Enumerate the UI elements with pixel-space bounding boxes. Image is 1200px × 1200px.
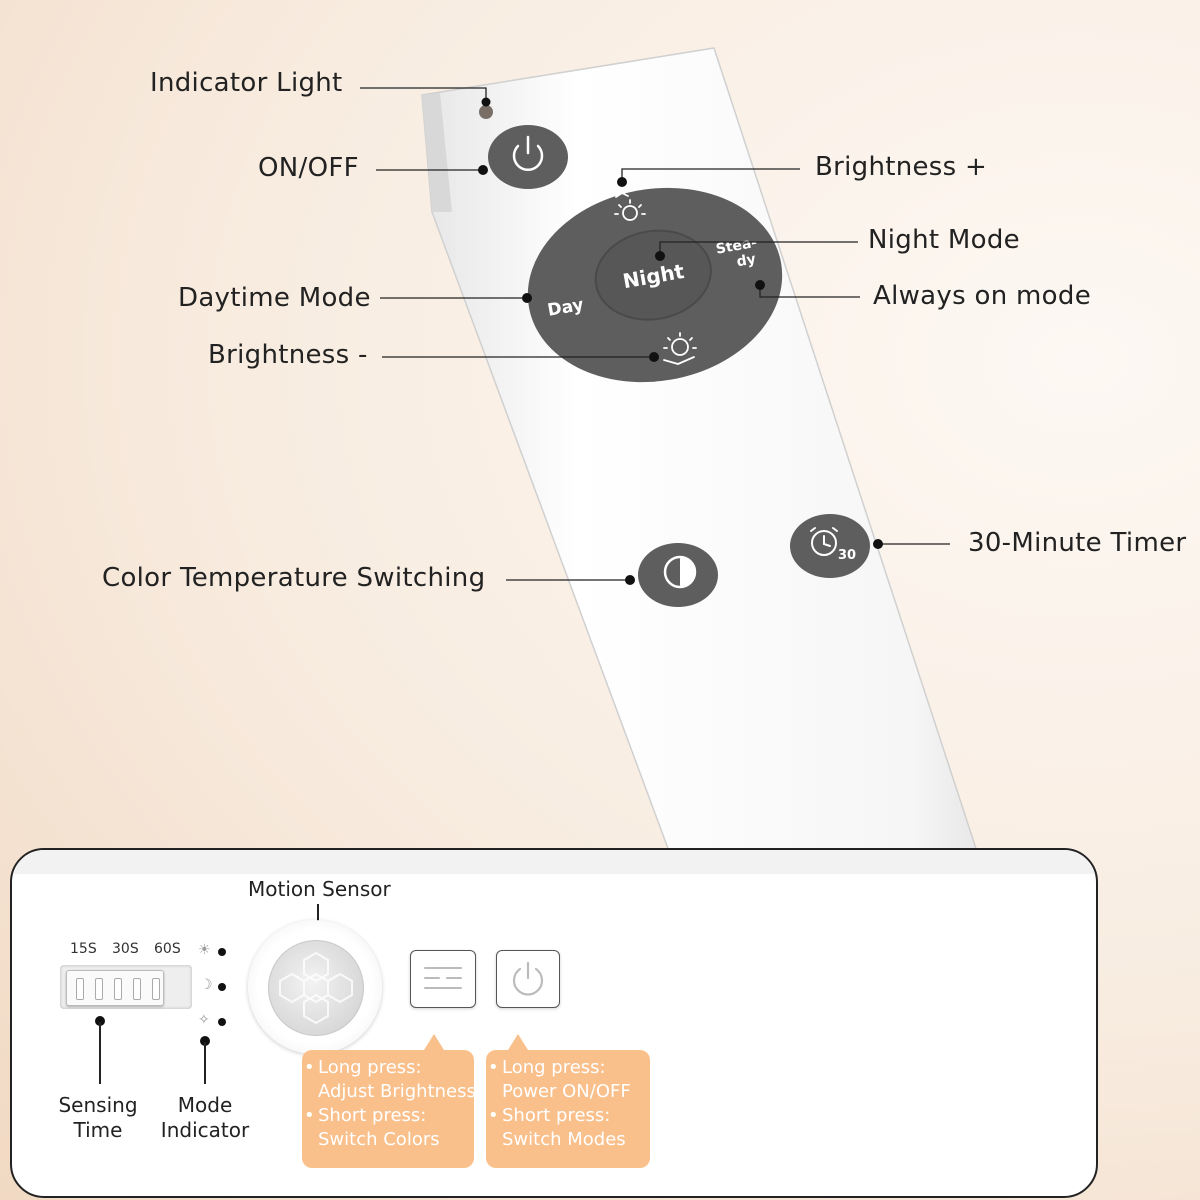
tick-15s: 15S — [70, 941, 97, 957]
sensing-time-label-line1: Sensing — [58, 1093, 138, 1117]
bubble-left-line2: Adjust Brightness — [318, 1081, 476, 1102]
bubble-left-line3: Short press: — [302, 1104, 474, 1128]
mode-indicator-dot — [200, 1036, 210, 1046]
mode-indicator-steady — [218, 1018, 226, 1026]
remote-left-edge — [422, 93, 452, 212]
night-mode-button[interactable] — [589, 222, 719, 329]
sensor-lens — [268, 940, 364, 1036]
tick-60s: 60S — [154, 941, 181, 957]
steady-button-label-line1[interactable]: Stea- — [715, 235, 759, 258]
mode-indicator-pointer — [204, 1042, 206, 1084]
sun-icon: ☀ — [198, 942, 211, 958]
power-mode-button[interactable] — [496, 950, 560, 1008]
sensing-time-dot — [95, 1016, 105, 1026]
mode-indicator-night — [218, 983, 226, 991]
motion-sensor — [248, 920, 382, 1054]
brightness-up-icon[interactable] — [614, 191, 646, 221]
brightness-down-icon[interactable] — [663, 332, 697, 365]
timer-badge: 30 — [838, 548, 856, 563]
brightness-plus-label: Brightness + — [815, 152, 988, 182]
tick-30s: 30S — [112, 941, 139, 957]
power-mode-instructions: Long press: Power ON/OFF Short press: Sw… — [486, 1034, 650, 1168]
bulb-icon: ✧ — [198, 1012, 210, 1028]
device-detail-panel: Motion Sensor 15S 30S 60S Sensing Time ☀… — [10, 848, 1098, 1198]
brightness-color-instructions: Long press: Adjust Brightness Short pres… — [302, 1034, 476, 1168]
mode-indicator-label-line1: Mode — [177, 1093, 233, 1117]
bubble-left-line1: Long press: — [302, 1056, 474, 1080]
daytime-mode-label: Daytime Mode — [178, 283, 371, 313]
bubble-right-line2: Power ON/OFF — [502, 1081, 631, 1102]
on-off-button[interactable] — [488, 125, 568, 189]
bubble-right-line4: Switch Modes — [502, 1129, 626, 1150]
mode-indicator-label-line2: Indicator — [160, 1118, 250, 1142]
mode-indicator-day — [218, 948, 226, 956]
sensing-time-knob[interactable] — [66, 970, 164, 1006]
hexagon-lens-pattern-icon — [279, 951, 353, 1025]
always-on-mode-label: Always on mode — [873, 281, 1091, 311]
bubble-right-line1: Long press: — [486, 1056, 650, 1080]
sensing-time-pointer — [99, 1022, 101, 1084]
indicator-light-label: Indicator Light — [150, 68, 343, 98]
sensing-time-label-line2: Time — [73, 1118, 123, 1142]
motion-sensor-label: Motion Sensor — [248, 877, 391, 901]
bubble-left-line4: Switch Colors — [318, 1129, 440, 1150]
mode-indicator-label: Mode Indicator — [155, 1093, 255, 1143]
steady-button-label-line2: dy — [735, 251, 757, 270]
sensing-time-slider[interactable] — [60, 965, 192, 1009]
power-icon — [512, 961, 544, 996]
color-temperature-label: Color Temperature Switching — [102, 563, 486, 593]
timer-label: 30-Minute Timer — [968, 528, 1187, 558]
menu-lines-icon — [424, 967, 462, 989]
color-temperature-button[interactable] — [638, 543, 718, 607]
bubble-right-line3: Short press: — [486, 1104, 650, 1128]
indicator-light — [479, 105, 493, 119]
brightness-minus-label: Brightness - — [208, 340, 368, 370]
moon-icon: ☽ — [200, 977, 213, 993]
power-icon — [512, 135, 544, 172]
night-mode-label: Night Mode — [868, 225, 1020, 255]
brightness-color-button[interactable] — [410, 950, 476, 1008]
sensing-time-label: Sensing Time — [48, 1093, 148, 1143]
callout-lines — [360, 87, 950, 581]
alarm-clock-icon — [810, 527, 838, 556]
on-off-label: ON/OFF — [258, 153, 359, 183]
callout-dots — [478, 97, 883, 585]
panel-top-strip — [12, 850, 1096, 874]
half-circle-icon — [663, 555, 697, 589]
